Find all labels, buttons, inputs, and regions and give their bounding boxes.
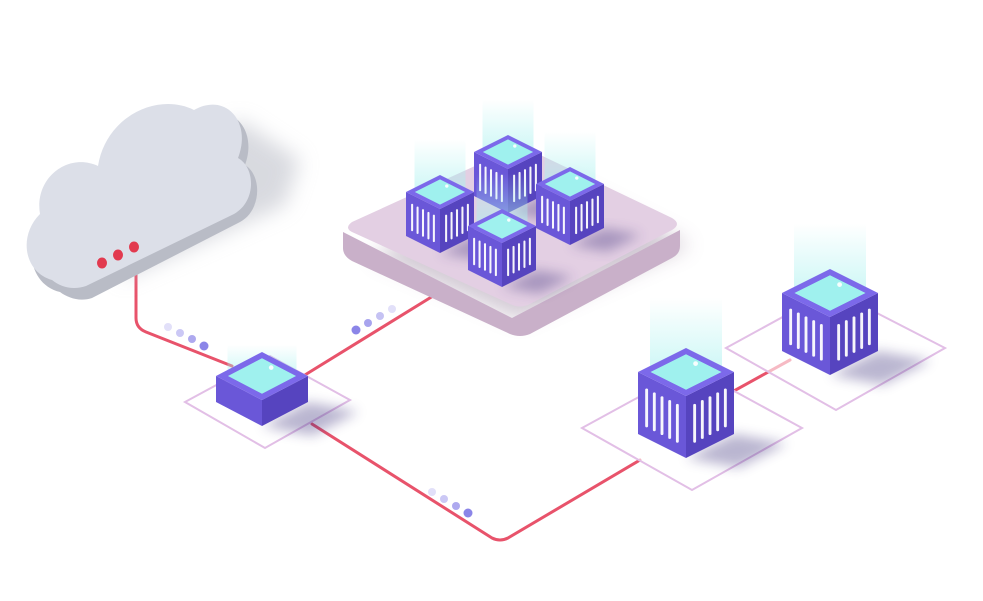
packet-dot [199,341,209,351]
screen-led [575,176,579,180]
box-shadow [262,402,359,436]
box-shadow [830,351,931,385]
box-screen [476,213,528,239]
platform-side [343,230,680,336]
box-screen [482,139,534,165]
box-screen [227,358,297,394]
server-rack-icon [782,223,931,385]
hub-node-icon [216,344,359,436]
packet-dot [164,323,172,331]
packet-dot [452,502,460,510]
screen-led [837,282,842,287]
packet-dot [376,312,384,320]
screen-led [513,144,517,148]
container-icon [536,131,642,252]
box-screen [650,354,722,390]
cloud-face [26,104,252,288]
box-shadow [686,434,787,468]
connector-cloud-to-hub [134,246,234,368]
light-beam [650,297,722,369]
packet-dot [388,305,396,313]
status-light [97,257,107,269]
container-icon [468,173,574,294]
light-beam [414,139,466,190]
light-beam [544,131,596,182]
container-icon [406,139,512,260]
packet-dot [176,329,184,337]
node-pads [579,288,948,492]
light-beam [476,173,528,224]
box-shadow [502,270,574,294]
screen-led [507,218,511,222]
connector-hub-to-cluster [298,294,435,380]
packet-dot [364,319,372,327]
screen-led [445,184,449,188]
light-beam [482,99,534,150]
server-rack-icon [638,297,787,468]
packet-dot [463,508,473,518]
server-boxes [216,99,931,468]
box-shadow [570,228,642,252]
screen-led [268,365,274,370]
light-beam [794,223,866,291]
packet-dot [351,325,361,335]
box-screen [794,275,866,311]
packet-dot [188,335,196,343]
box-side-right [262,376,308,426]
connector-hub-to-node-a [310,422,642,542]
cloud-status-lights [97,241,139,269]
packet-dot [440,495,448,503]
box-screen [414,179,466,205]
box-side-left [216,376,262,426]
box-screen [544,171,596,197]
status-light [129,241,139,253]
screen-led [693,361,698,366]
status-light [113,249,123,261]
cloud-icon [26,104,300,300]
data-packets [164,305,473,518]
packet-dot [428,488,436,496]
